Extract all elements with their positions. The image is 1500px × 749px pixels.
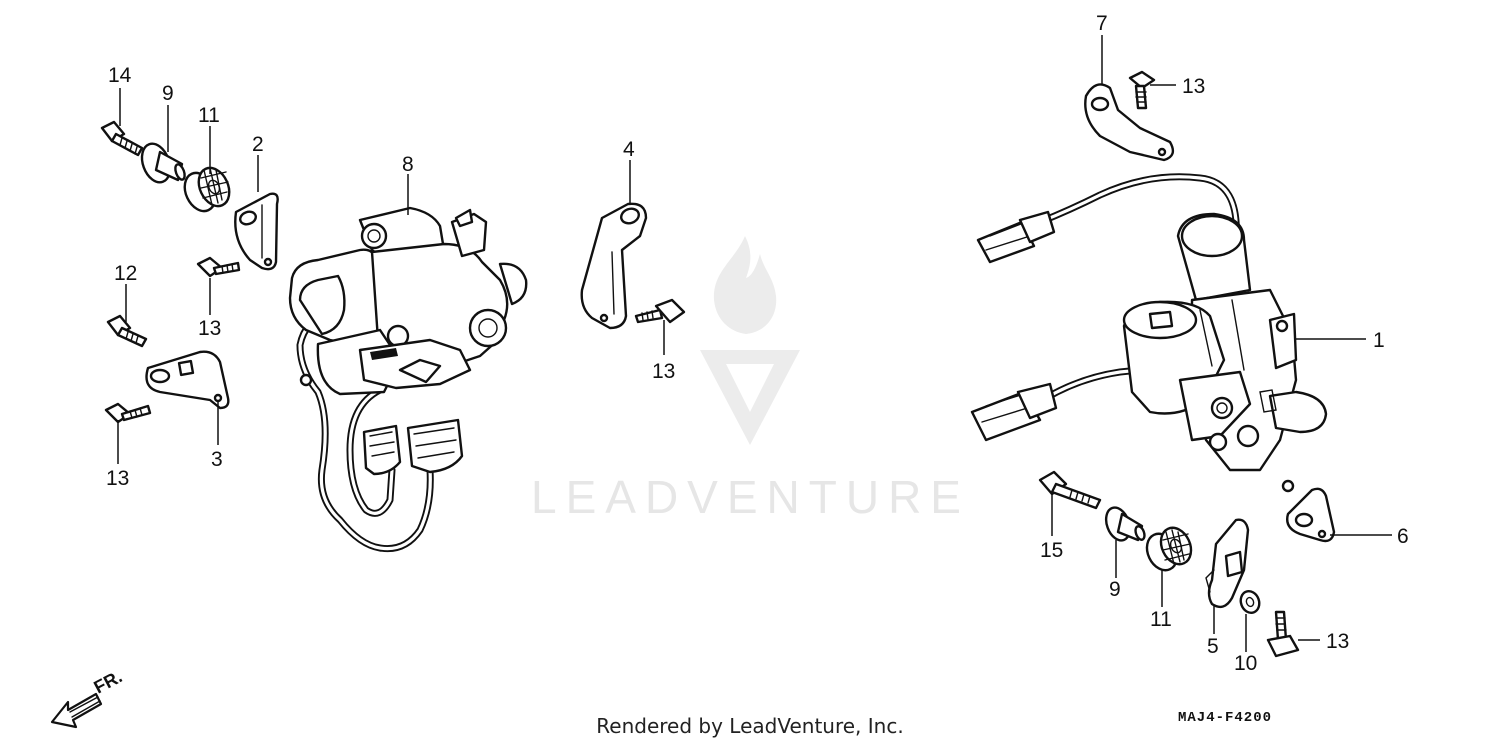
callout-9-right[interactable]: 9: [1109, 578, 1121, 601]
callout-7[interactable]: 7: [1096, 12, 1108, 35]
abs-modulator-1[interactable]: [970, 173, 1328, 493]
diagram-code: MAJ4-F4200: [1178, 710, 1273, 726]
bracket-3[interactable]: [145, 350, 230, 410]
callout-2[interactable]: 2: [252, 133, 264, 156]
callout-4[interactable]: 4: [623, 138, 635, 161]
bolt-13-right-upper[interactable]: [1128, 70, 1156, 110]
callout-12[interactable]: 12: [114, 262, 137, 285]
callout-8[interactable]: 8: [402, 153, 414, 176]
bolt-15[interactable]: [1038, 470, 1102, 510]
collar-9-right[interactable]: [1102, 504, 1146, 543]
callout-5[interactable]: 5: [1207, 635, 1219, 658]
abs-modulator-8[interactable]: [288, 206, 528, 553]
bolt-13-middle[interactable]: [634, 298, 686, 324]
bracket-2[interactable]: [234, 192, 279, 271]
bolt-12[interactable]: [106, 314, 148, 348]
collar-9[interactable]: [137, 140, 187, 186]
callout-13-right-lower[interactable]: 13: [1326, 630, 1349, 653]
callout-10[interactable]: 10: [1234, 652, 1257, 675]
callout-13-right-upper[interactable]: 13: [1182, 75, 1205, 98]
callout-15[interactable]: 15: [1040, 539, 1063, 562]
grommet-11-right[interactable]: [1141, 523, 1196, 575]
bolt-14[interactable]: [100, 120, 144, 157]
watermark-logo: [700, 236, 800, 445]
callout-3[interactable]: 3: [211, 448, 223, 471]
callout-13-middle[interactable]: 13: [652, 360, 675, 383]
bracket-7[interactable]: [1084, 83, 1175, 162]
washer-10[interactable]: [1238, 589, 1262, 616]
callout-11[interactable]: 11: [198, 104, 220, 127]
grommet-11[interactable]: [179, 163, 235, 216]
callout-11-right[interactable]: 11: [1150, 608, 1172, 631]
bracket-5[interactable]: [1205, 518, 1250, 609]
watermark-text: LEADVENTURE: [531, 471, 970, 523]
bracket-4[interactable]: [580, 202, 648, 330]
callout-14[interactable]: 14: [108, 64, 132, 87]
front-direction-label: FR.: [90, 666, 125, 697]
bolt-13-left-upper[interactable]: [196, 256, 241, 278]
bracket-6[interactable]: [1286, 487, 1336, 543]
callout-9[interactable]: 9: [162, 82, 174, 105]
callout-13-left-lower[interactable]: 13: [106, 467, 129, 490]
callout-1[interactable]: 1: [1373, 329, 1385, 352]
bolt-13-left-lower[interactable]: [104, 402, 152, 424]
callout-leaders: [117, 35, 1392, 652]
callout-labels: 14 9 11 2 8 4 13 12 13 3 13 7 13 1 6 15 …: [106, 12, 1409, 675]
callout-6[interactable]: 6: [1397, 525, 1409, 548]
bolt-13-right-lower[interactable]: [1266, 610, 1300, 658]
rendered-by-footer: Rendered by LeadVenture, Inc.: [596, 714, 904, 738]
callout-13-left-upper[interactable]: 13: [198, 317, 221, 340]
